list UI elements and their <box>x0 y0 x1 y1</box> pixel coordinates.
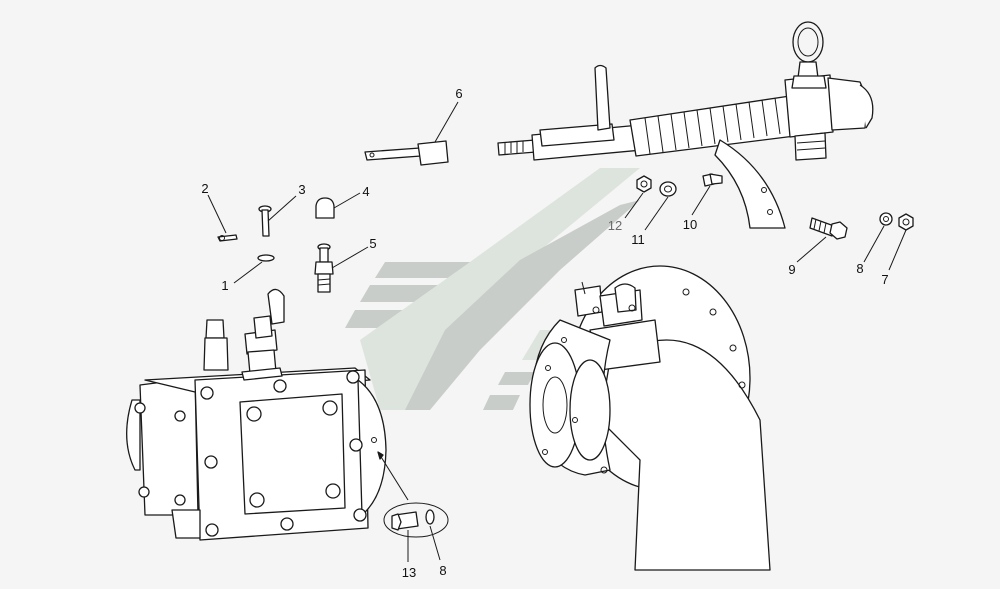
callout-2: 2 <box>201 181 208 196</box>
detail-ellipse <box>383 502 449 562</box>
callout-8-top: 8 <box>856 261 863 276</box>
callout-6: 6 <box>455 86 462 101</box>
callout-12: 12 <box>608 218 622 233</box>
callout-1: 1 <box>221 278 228 293</box>
part-4-cap <box>315 192 361 219</box>
callout-4: 4 <box>362 184 369 199</box>
part-1-washer <box>233 254 275 284</box>
callout-11: 11 <box>631 232 645 247</box>
callout-10: 10 <box>683 217 697 232</box>
box-bolts <box>134 370 377 537</box>
part-3-pin <box>258 195 297 237</box>
callout-3: 3 <box>298 182 305 197</box>
part-12-nut <box>624 175 652 219</box>
callout-7: 7 <box>881 272 888 287</box>
part-11-washer <box>644 181 677 231</box>
callout-8-bottom: 8 <box>439 563 446 578</box>
part-6-key <box>364 101 459 166</box>
part-2-cotter <box>207 194 238 242</box>
callout-13: 13 <box>402 565 416 580</box>
part-10-stud <box>691 173 723 216</box>
callout-5: 5 <box>369 236 376 251</box>
elbow-housing <box>529 265 771 571</box>
part-8-washer-top <box>863 212 893 263</box>
gearbox-assembly <box>126 288 409 541</box>
flange-bolt-holes <box>542 288 746 474</box>
part-9-bolt <box>796 217 848 263</box>
callout-labels: 1 2 3 4 5 6 7 8 9 10 11 12 13 8 <box>201 86 888 580</box>
callout-9: 9 <box>788 262 795 277</box>
part-5-fitting <box>314 243 369 293</box>
lance-assembly <box>497 21 874 229</box>
part-7-nut <box>888 213 914 271</box>
